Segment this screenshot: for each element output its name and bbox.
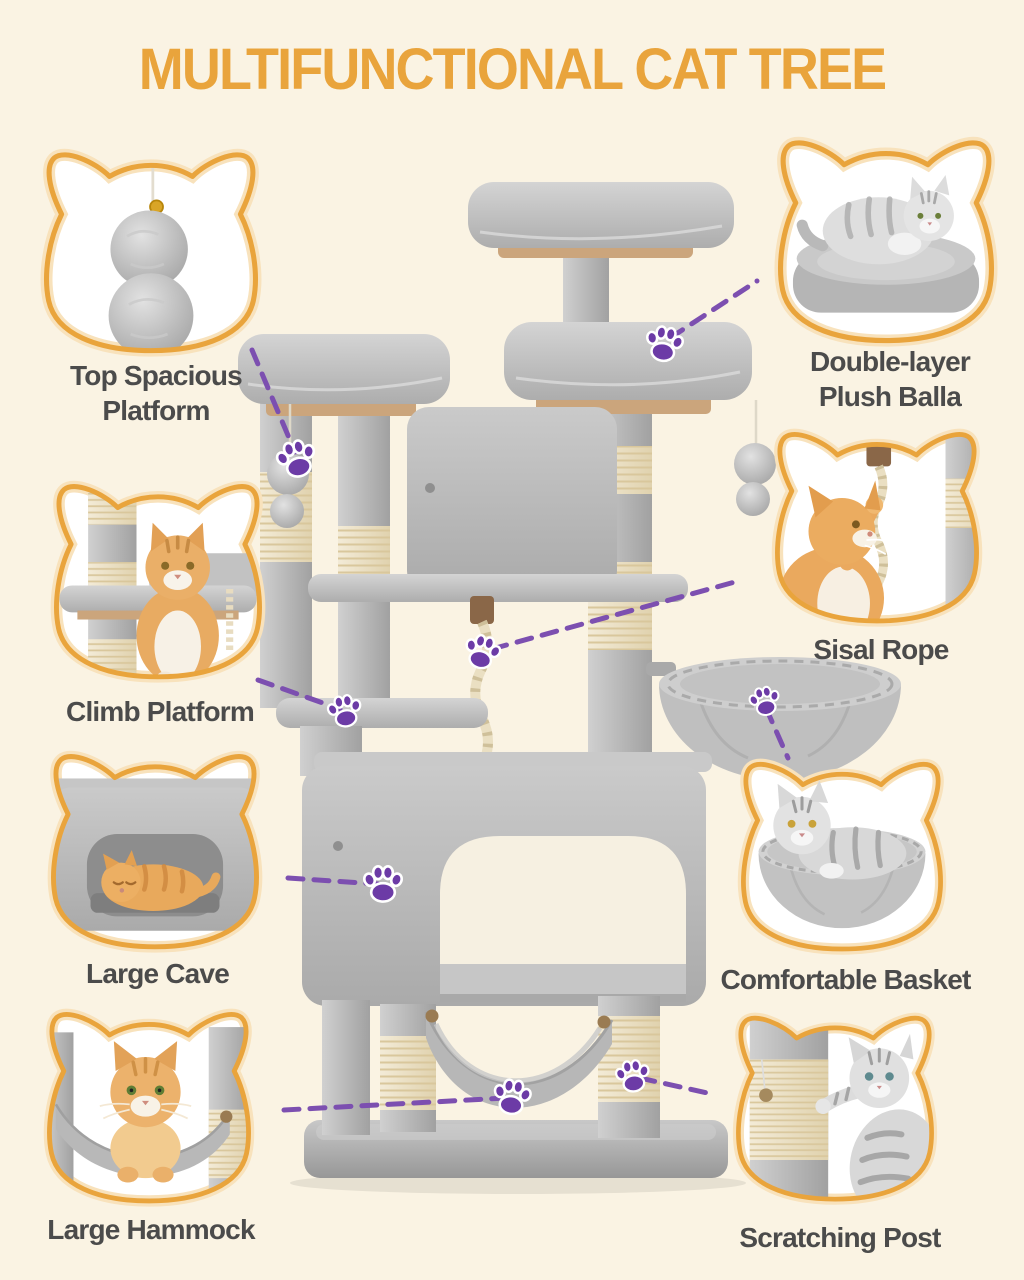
fluffy-cat-in-hammock-photo: [49, 1027, 249, 1200]
cat-sitting-on-platform-photo: [59, 486, 260, 677]
callout-comfortable-basket: Comfortable Basket: [718, 756, 973, 1016]
feature-label: Large Hammock: [47, 1214, 255, 1245]
cat-head-frame: [47, 750, 263, 953]
paw-icon: [274, 437, 320, 488]
callout-scratching-post: Scratching Post: [710, 1010, 970, 1270]
hanging-plush-balls-photo: [108, 154, 194, 351]
callout-top-spacious-platform: Top Spacious Platform: [20, 146, 292, 426]
cat-tree-illustration: [238, 182, 901, 1194]
feature-label: Large Cave: [86, 958, 230, 989]
paw-icon: [461, 632, 503, 679]
paw-icon: [360, 862, 406, 913]
cat-head-frame: [771, 428, 983, 627]
cat-head-frame: [774, 136, 998, 347]
callout-large-cave: Large Cave: [25, 748, 290, 1008]
callout-climb-platform: Climb Platform: [30, 478, 290, 748]
paw-icon: [613, 1057, 653, 1102]
feature-label: Sisal Rope: [813, 634, 949, 665]
feature-label: Climb Platform: [66, 696, 255, 727]
feature-label: Top Spacious Platform: [70, 360, 243, 426]
cat-head-frame: [50, 480, 266, 683]
feature-label: Scratching Post: [739, 1222, 941, 1253]
callout-large-hammock: Large Hammock: [20, 1006, 282, 1266]
paw-icon: [642, 323, 686, 372]
feature-label: Double-layer Plush Balla: [810, 346, 971, 412]
cat-on-plush-platform-photo: [792, 174, 980, 313]
paw-icon: [325, 692, 365, 737]
paw-icon: [490, 1076, 534, 1125]
callout-double-layer-plush-balla: Double-layer Plush Balla: [764, 134, 1016, 434]
cat-lying-in-basket-photo: [758, 780, 926, 929]
cat-head-frame: [43, 1008, 255, 1207]
cat-sleeping-in-cave-photo: [53, 778, 257, 931]
cat-head-frame: [732, 1012, 938, 1205]
feature-label: Comfortable Basket: [720, 964, 971, 995]
cat-head-frame: [40, 148, 262, 357]
page-title: MULTIFUNCTIONAL CAT TREE: [138, 37, 887, 102]
callout-sisal-rope: Sisal Rope: [756, 426, 1006, 676]
paw-icon: [747, 684, 783, 725]
hanging-balls-right: [734, 400, 776, 516]
cat-head-frame: [737, 758, 947, 955]
